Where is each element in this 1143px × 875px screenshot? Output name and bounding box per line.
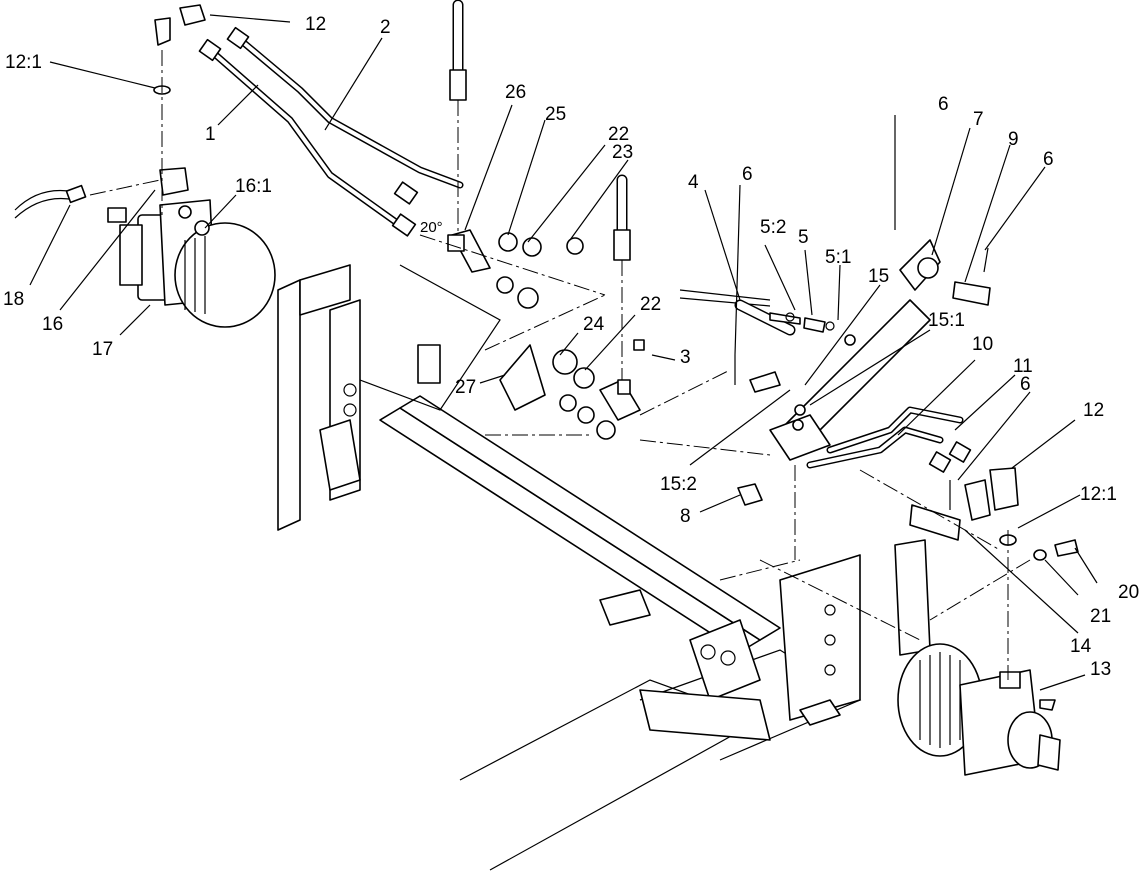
hydraulic-tubes <box>198 26 972 473</box>
right-wheel-motor <box>897 643 1061 776</box>
callout-5: 5 <box>798 227 809 248</box>
callout-17: 17 <box>92 339 113 360</box>
callout-5-2: 5:2 <box>760 217 786 238</box>
callout-4: 4 <box>688 172 699 193</box>
callout-25: 25 <box>545 104 566 125</box>
callout-6-lower: 6 <box>1020 374 1031 395</box>
centerlines <box>89 50 1031 680</box>
callout-5-1: 5:1 <box>825 247 851 268</box>
angle-label: 20° <box>420 219 443 236</box>
callout-6-right: 6 <box>1043 149 1054 170</box>
callout-8: 8 <box>680 506 691 527</box>
callout-27: 27 <box>455 377 476 398</box>
callout-7: 7 <box>973 109 984 130</box>
callout-6-mid: 6 <box>742 164 753 185</box>
callout-16: 16 <box>42 314 63 335</box>
callout-13: 13 <box>1090 659 1111 680</box>
callout-24: 24 <box>583 314 605 335</box>
callout-16-1: 16:1 <box>235 176 272 197</box>
callout-15-1: 15:1 <box>928 310 965 331</box>
callout-9: 9 <box>1008 129 1019 150</box>
callout-3: 3 <box>680 347 691 368</box>
callout-10: 10 <box>972 334 993 355</box>
left-wheel-motor <box>107 199 276 328</box>
callout-26: 26 <box>505 82 526 103</box>
callout-12-1-right: 12:1 <box>1080 484 1117 505</box>
frame-assembly <box>277 264 931 871</box>
callout-12-right: 12 <box>1083 400 1104 421</box>
hydraulic-cylinder <box>769 239 941 461</box>
vertical-hoses <box>14 0 796 336</box>
callout-11: 11 <box>1013 356 1033 377</box>
callout-15: 15 <box>868 266 889 287</box>
callout-12-1-top: 12:1 <box>5 52 42 73</box>
callout-22-top: 22 <box>608 124 629 145</box>
callout-6-top: 6 <box>938 94 949 115</box>
callout-labels: 12 2 12:1 1 26 25 22 23 16:1 20° 18 16 1… <box>3 14 1139 680</box>
callout-23: 23 <box>612 142 633 163</box>
callout-15-2: 15:2 <box>660 474 697 495</box>
callout-20: 20 <box>1118 582 1139 603</box>
callout-2: 2 <box>380 17 391 38</box>
leader-lines <box>29 14 1098 691</box>
callout-21: 21 <box>1090 606 1111 627</box>
callout-12-top: 12 <box>305 14 326 35</box>
fittings <box>153 4 1079 561</box>
callout-22-mid: 22 <box>640 294 661 315</box>
callout-14: 14 <box>1070 636 1092 657</box>
callout-1: 1 <box>205 124 216 145</box>
callout-18: 18 <box>3 289 24 310</box>
